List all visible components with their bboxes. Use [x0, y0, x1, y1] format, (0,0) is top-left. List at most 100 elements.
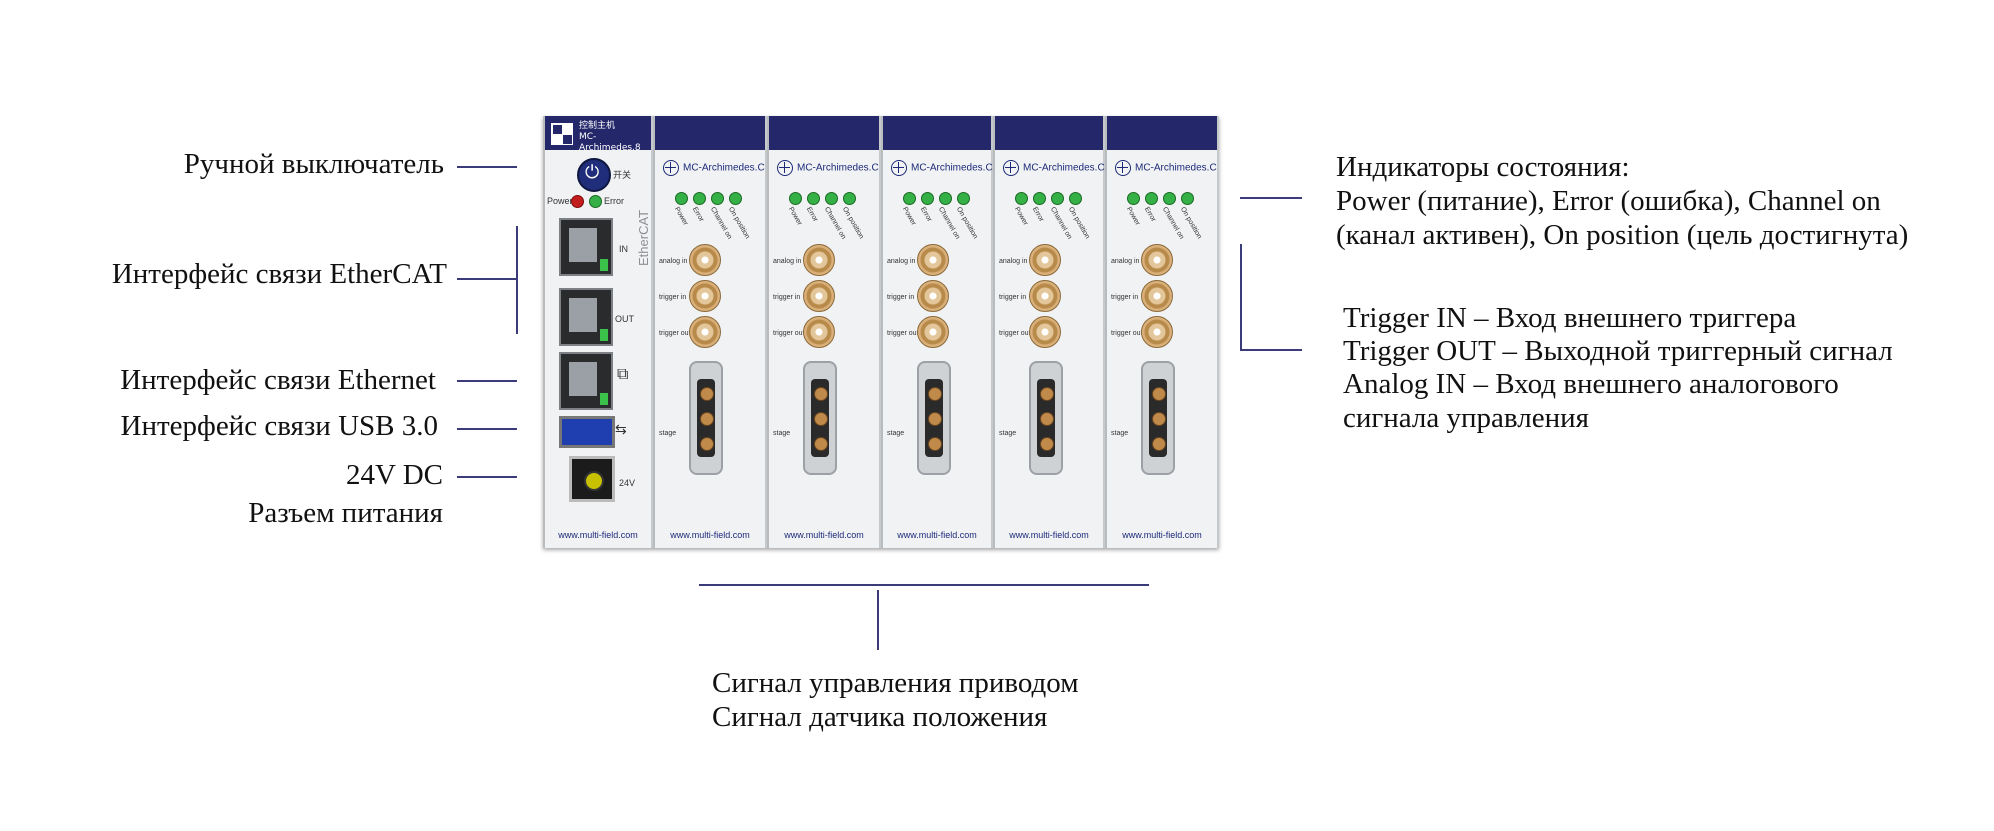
trigger-in-label: trigger in — [659, 294, 687, 301]
channel-on-led — [939, 192, 952, 205]
drive-signal-label: Сигнал управления приводом — [712, 667, 1079, 699]
led-label: Error — [690, 206, 705, 223]
trigger-leader — [1240, 349, 1302, 351]
channel-module-1: MC-Archimedes.C analog in trigger in tri… — [653, 116, 767, 548]
module-url: www.multi-field.com — [784, 530, 864, 540]
led-label: Power — [1012, 206, 1029, 227]
power-led — [789, 192, 802, 205]
trigger-in-connector[interactable] — [917, 280, 949, 312]
module-url: www.multi-field.com — [1122, 530, 1202, 540]
status-title: Индикаторы состояния: — [1336, 151, 1630, 183]
trigger-in-label: trigger in — [1111, 294, 1139, 301]
trigger-out-connector[interactable] — [1029, 316, 1061, 348]
module-header — [655, 116, 765, 150]
analog-in-label: analog in — [999, 258, 1028, 265]
power-led-indicator — [571, 195, 584, 208]
trigger-out-label: Trigger OUT – Выходной триггерный сигнал — [1343, 335, 1893, 367]
stage-label: stage — [773, 430, 791, 437]
trigger-in-connector[interactable] — [689, 280, 721, 312]
status-leader — [1240, 197, 1302, 199]
module-header — [769, 116, 879, 150]
channel-on-led — [711, 192, 724, 205]
stage-connector[interactable] — [1141, 361, 1175, 475]
dc-24v-leader — [457, 476, 517, 478]
stage-connector[interactable] — [917, 361, 951, 475]
stage-connector[interactable] — [1029, 361, 1063, 475]
trigger-out-connector[interactable] — [803, 316, 835, 348]
led-label: Power — [786, 206, 803, 227]
dc-label: 24V — [619, 478, 636, 488]
position-signal-label: Сигнал датчика положения — [712, 701, 1048, 733]
stage-label: stage — [659, 430, 677, 437]
led-label: Power — [900, 206, 917, 227]
cpu-url: www.multi-field.com — [558, 530, 638, 540]
trigger-in-connector[interactable] — [1141, 280, 1173, 312]
module-url: www.multi-field.com — [1009, 530, 1089, 540]
trigger-out-connector[interactable] — [1141, 316, 1173, 348]
led-label: Error — [804, 206, 819, 223]
ethercat-label: Интерфейс связи EtherCAT — [111, 258, 447, 290]
ethercat-out-port[interactable] — [559, 288, 613, 346]
channel-on-led — [1163, 192, 1176, 205]
channel-module-3: MC-Archimedes.C analog in trigger in tri… — [881, 116, 993, 548]
dc-24v-label: 24V DC — [346, 459, 443, 491]
controller-device: 控制主机 MC-Archimedes.8 开关 Power Error IN O… — [543, 116, 1219, 548]
dc-power-jack[interactable] — [569, 456, 615, 502]
analog-in-label: analog in — [887, 258, 916, 265]
trigger-in-label: trigger in — [773, 294, 801, 301]
module-header — [995, 116, 1103, 150]
trigger-out-label: trigger out — [773, 330, 805, 337]
analog-in-connector[interactable] — [1141, 244, 1173, 276]
ethercat-in-label: IN — [619, 244, 628, 254]
power-led-label: Power — [547, 196, 573, 206]
analog-in-connector[interactable] — [689, 244, 721, 276]
analog-in-connector[interactable] — [1029, 244, 1061, 276]
trigger-out-label: trigger out — [999, 330, 1031, 337]
channel-module-2: MC-Archimedes.C analog in trigger in tri… — [767, 116, 881, 548]
power-switch-button[interactable] — [577, 158, 611, 192]
manual-switch-label: Ручной выключатель — [183, 148, 444, 180]
led-label: Error — [918, 206, 933, 223]
cpu-module: 控制主机 MC-Archimedes.8 开关 Power Error IN O… — [543, 116, 653, 548]
module-brand: MC-Archimedes.C — [891, 160, 993, 176]
module-header — [883, 116, 991, 150]
module-url: www.multi-field.com — [670, 530, 750, 540]
stage-label: stage — [1111, 430, 1129, 437]
usb-port[interactable] — [559, 416, 615, 448]
stage-connector[interactable] — [689, 361, 723, 475]
error-led — [1145, 192, 1158, 205]
status-line-2: (канал активен), On position (цель дости… — [1336, 219, 1909, 251]
error-led — [693, 192, 706, 205]
bottom-bracket — [699, 584, 1149, 586]
analog-in-label-1: Analog IN – Вход внешнего аналогового — [1343, 368, 1839, 400]
ethercat-in-port[interactable] — [559, 218, 613, 276]
ethernet-label: Интерфейс связи Ethernet — [120, 364, 436, 396]
analog-in-label: analog in — [1111, 258, 1140, 265]
trigger-out-connector[interactable] — [917, 316, 949, 348]
ethernet-port[interactable] — [559, 352, 613, 410]
analog-in-connector[interactable] — [917, 244, 949, 276]
status-line-1: Power (питание), Error (ошибка), Channel… — [1336, 185, 1881, 217]
manual-switch-leader — [457, 166, 517, 168]
module-brand: MC-Archimedes.C — [777, 160, 879, 176]
brand-logo-icon — [1003, 160, 1019, 176]
analog-in-connector[interactable] — [803, 244, 835, 276]
trigger-in-connector[interactable] — [803, 280, 835, 312]
trigger-in-connector[interactable] — [1029, 280, 1061, 312]
on-position-led — [957, 192, 970, 205]
ethercat-vertical-text: EtherCAT — [636, 209, 651, 266]
analog-in-label-2: сигнала управления — [1343, 402, 1589, 434]
trigger-out-label: trigger out — [1111, 330, 1143, 337]
on-position-led — [1181, 192, 1194, 205]
brand-logo-icon — [663, 160, 679, 176]
error-led-indicator — [589, 195, 602, 208]
error-led — [1033, 192, 1046, 205]
brand-logo-icon — [1115, 160, 1131, 176]
company-logo-icon — [551, 123, 573, 145]
power-connector-label: Разъем питания — [248, 497, 443, 529]
power-led — [903, 192, 916, 205]
stage-connector[interactable] — [803, 361, 837, 475]
module-url: www.multi-field.com — [897, 530, 977, 540]
module-brand: MC-Archimedes.C — [1003, 160, 1105, 176]
trigger-out-connector[interactable] — [689, 316, 721, 348]
